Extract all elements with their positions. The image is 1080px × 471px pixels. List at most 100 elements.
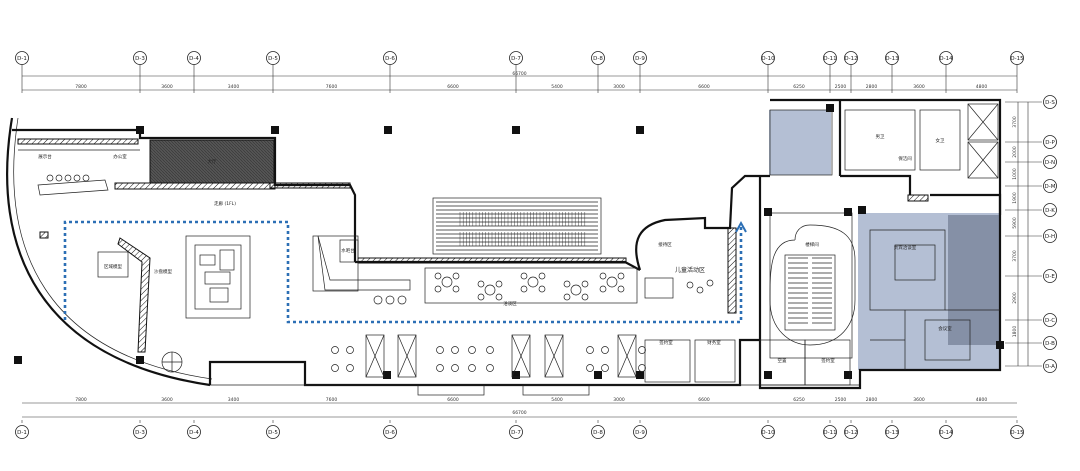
top-axis-label: D-13 [885,56,899,62]
top-axis-bubble [939,51,953,65]
column [844,371,852,379]
lounge-chair [452,272,460,280]
top-axis-label: D-3 [135,56,145,62]
bottom-axis-label: D-12 [844,430,857,436]
top-dim-value: 5400 [551,84,563,90]
lounge-chair [563,293,571,301]
top-axis-label: D-7 [511,56,521,62]
exhibit-model [97,251,129,278]
right-dim-value: 1800 [1012,326,1018,338]
top-axis-bubble [591,51,605,65]
booth-chair [486,346,494,354]
booth-desk [617,334,637,378]
right-axis-bubble [1043,179,1057,193]
lounge-chair [563,280,571,288]
right-axis-grid: D-SD-PD-ND-MD-KD-HD-ED-CD-BD-A3700200010… [1005,95,1057,373]
blue-zone-toilet-area [769,110,831,175]
label-kids: 儿童活动区 [675,266,705,274]
bottom-axis-bubble [187,425,201,439]
desk-chairs [46,174,90,182]
booth-chair [331,346,339,354]
kids-play-area [644,277,714,299]
column [271,126,279,134]
top-axis-label: D-9 [635,56,645,62]
booth-chair [436,364,444,372]
bottom-axis-bubble [939,425,953,439]
bottom-axis-label: D-1 [17,430,27,436]
booth-chair [586,364,594,372]
booth-chair [436,346,444,354]
bottom-axis-label: D-6 [385,430,395,436]
right-dim-value: 5900 [1012,217,1018,229]
right-axis-bubble [1043,135,1057,149]
right-dim-value: 2900 [1012,292,1018,304]
booth-chair [638,364,646,372]
top-axis-bubble [844,51,858,65]
lounge-chair [520,272,528,280]
right-axis-bubble [1043,359,1057,373]
booth-chair [601,346,609,354]
bottom-axis-label: D-15 [1010,430,1024,436]
top-axis-bubble [885,51,899,65]
right-dim-value: 1900 [1012,192,1018,204]
column [136,126,144,134]
column [844,208,852,216]
bottom-axis-label: D-14 [939,430,953,436]
bottom-axis-label: D-5 [268,430,278,436]
lounge-chair [434,272,442,280]
label-model: 沙盘模型 [154,268,172,275]
bottom-axis-bubble [761,425,775,439]
top-axis-bubble [509,51,523,65]
top-axis-label: D-14 [939,56,953,62]
booth-desk [544,334,564,378]
bottom-axis-bubble [633,425,647,439]
right-dim-value: 3700 [1012,250,1018,262]
lounge-chair [495,280,503,288]
label-entrance: 展示台 [38,153,52,160]
lounge-chair [434,285,442,293]
bottom-dim-value: 3600 [161,397,173,403]
label-sign-room-2: 签约室 [821,357,835,364]
bottom-axis-bubble [823,425,837,439]
right-axis-label: D-H [1045,234,1055,240]
right-axis-label: D-A [1045,364,1055,370]
bottom-dim-value: 5400 [551,397,563,403]
column [858,206,866,214]
top-axis-label: D-6 [385,56,395,62]
right-axis-bubble [1043,203,1057,217]
lounge-seating [434,272,625,301]
column [636,126,644,134]
booth-chair [486,364,494,372]
bottom-axis-bubble [383,425,397,439]
structural-columns [14,104,1004,379]
right-dim-value: 1000 [1012,168,1018,180]
right-axis-label: D-E [1045,274,1055,280]
bottom-dim-value: 7800 [75,397,87,403]
top-dim-value: 3000 [613,84,625,90]
label-bar: 水吧台 [341,247,355,254]
bottom-axis-bubble [15,425,29,439]
lounge-chair [495,293,503,301]
right-axis-label: D-P [1045,140,1055,146]
bottom-axis-bubble [266,425,280,439]
column [512,126,520,134]
column [826,104,834,112]
right-axis-label: D-B [1045,341,1055,347]
top-dim-value: 7600 [326,84,338,90]
booth-chair [346,364,354,372]
bottom-axis-bubble [1010,425,1024,439]
right-axis-bubble [1043,155,1057,169]
right-dim-value: 3700 [1012,116,1018,128]
label-office: 办公室 [113,153,127,160]
booth-chair [468,364,476,372]
booth-chair [638,346,646,354]
top-dim-value: 4800 [976,84,988,90]
column [136,356,144,364]
bottom-dim-value: 2500 [835,397,847,403]
top-axis-bubble [383,51,397,65]
column [384,126,392,134]
right-axis-label: D-S [1045,100,1055,106]
bottom-axis-bubble [885,425,899,439]
